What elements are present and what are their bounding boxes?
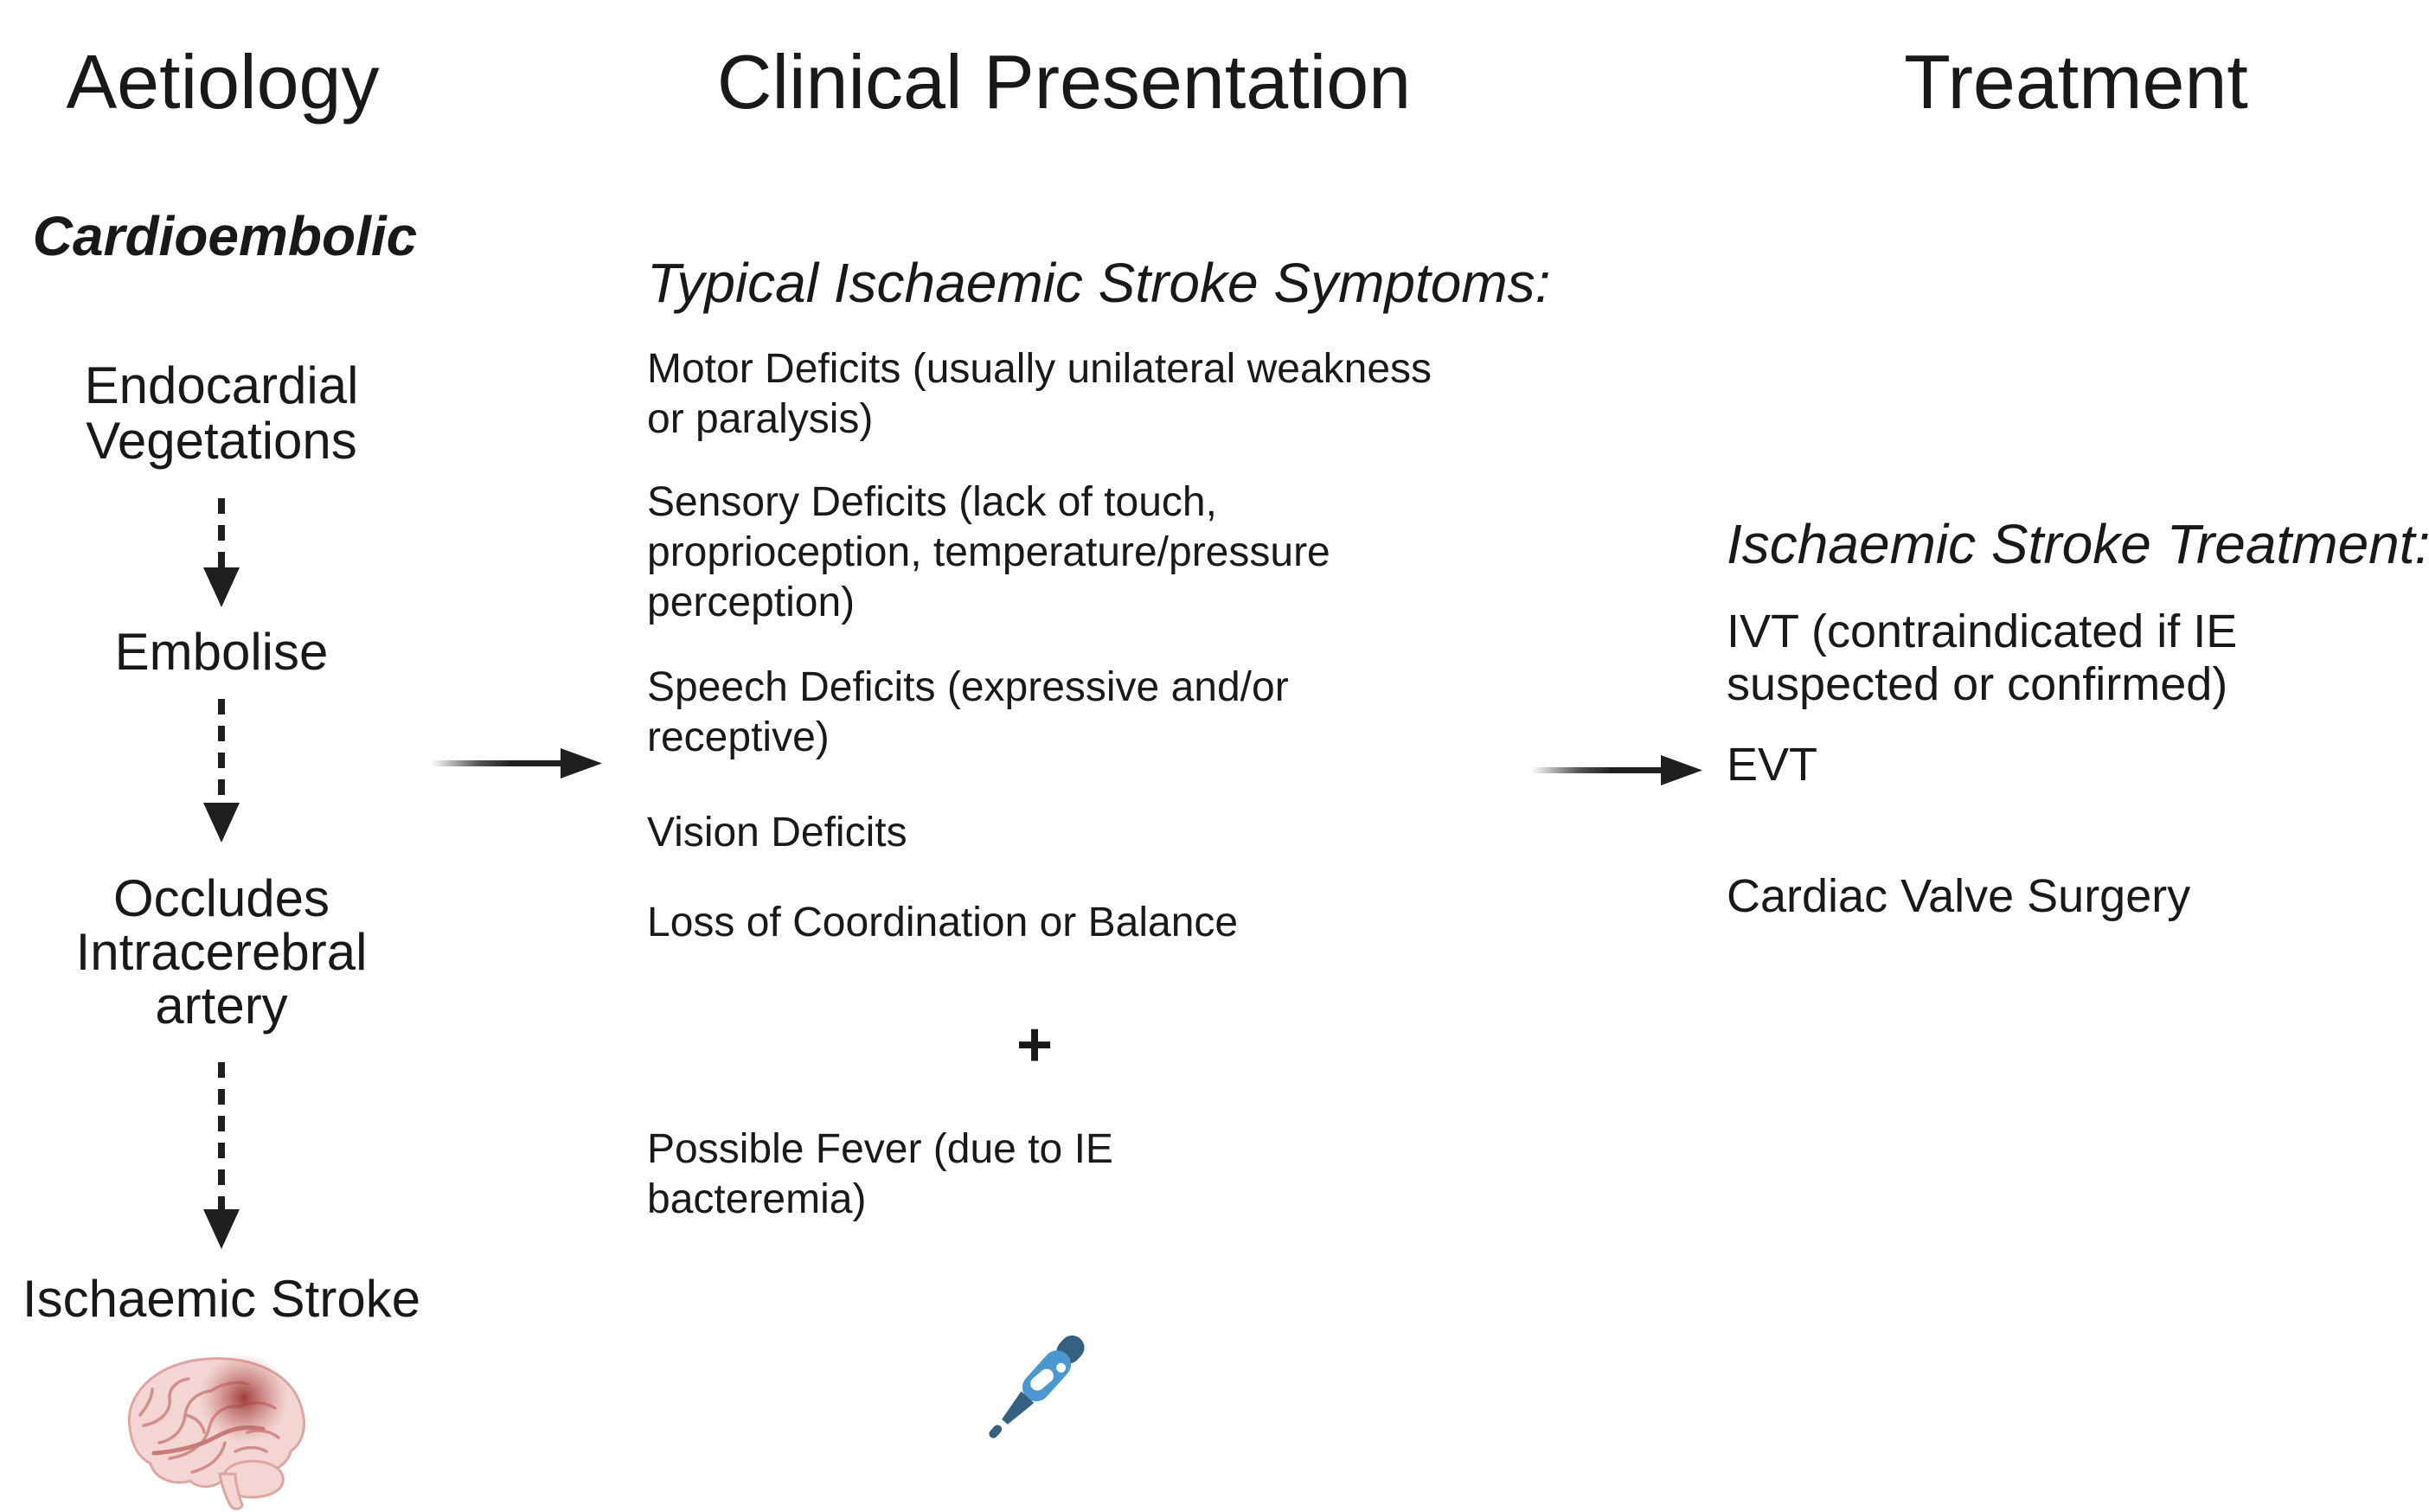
text-line: Speech Deficits (expressive and/or [647, 664, 1289, 710]
text-line: Vision Deficits [647, 810, 907, 855]
arrowhead [203, 803, 240, 842]
arrow-right-icon [1531, 751, 1704, 789]
arrow-right-icon [431, 744, 604, 782]
text-line: or paralysis) [647, 396, 874, 442]
aetiology-step-occludes-intracerebral-artery: Occludes Intracerebral artery [0, 872, 443, 1033]
dashed-arrow-down-icon [218, 498, 225, 567]
symptom-possible-fever: Possible Fever (due to IE bacteremia) [647, 1124, 1113, 1225]
text-line: Embolise [114, 623, 329, 681]
symptom-speech-deficits: Speech Deficits (expressive and/or recep… [647, 663, 1289, 763]
treatment-option-cardiac-valve-surgery: Cardiac Valve Surgery [1727, 870, 2190, 923]
text-line: Loss of Coordination or Balance [647, 900, 1239, 945]
text-line: artery [155, 977, 288, 1035]
text-line: suspected or confirmed) [1727, 658, 2228, 710]
text-line: proprioception, temperature/pressure [647, 529, 1330, 575]
column-header-treatment: Treatment [1904, 39, 2248, 125]
treatment-option-ivt: IVT (contraindicated if IE suspected or … [1727, 605, 2237, 711]
text-line: perception) [647, 580, 856, 625]
dashed-arrow-down-icon [218, 699, 225, 803]
aetiology-step-embolise: Embolise [0, 625, 443, 680]
infarct-spot [199, 1353, 289, 1443]
aetiology-step-endocardial-vegetations: Endocardial Vegetations [0, 358, 443, 469]
symptom-vision-deficits: Vision Deficits [647, 808, 907, 858]
thermometer-icon [967, 1318, 1106, 1457]
arrowhead [203, 1209, 240, 1249]
text-line: receptive) [647, 714, 830, 760]
treatment-subheading: Ischaemic Stroke Treatment: [1727, 513, 2429, 575]
symptom-loss-of-coordination: Loss of Coordination or Balance [647, 898, 1238, 948]
plus-sign: + [1016, 1010, 1054, 1080]
text-line: Motor Deficits (usually unilateral weakn… [647, 346, 1432, 392]
dashed-arrow-down-icon [218, 1062, 225, 1209]
text-line: Sensory Deficits (lack of touch, [647, 479, 1217, 525]
treatment-option-evt: EVT [1727, 739, 1817, 791]
text-line: Vegetations [86, 412, 357, 470]
clinical-subheading: Typical Ischaemic Stroke Symptoms: [647, 252, 1551, 314]
text-line: Endocardial [84, 356, 359, 414]
text-line: EVT [1727, 739, 1818, 791]
text-line: IVT (contraindicated if IE [1727, 605, 2238, 657]
arrowhead [203, 567, 240, 607]
symptom-motor-deficits: Motor Deficits (usually unilateral weakn… [647, 344, 1432, 445]
brain-icon [109, 1342, 327, 1512]
text-line: Ischaemic Stroke [22, 1270, 421, 1328]
text-line: Possible Fever (due to IE [647, 1126, 1113, 1172]
text-line: Occludes [112, 869, 330, 927]
aetiology-step-ischaemic-stroke: Ischaemic Stroke [0, 1272, 443, 1327]
aetiology-category-cardioembolic: Cardioembolic [32, 205, 418, 267]
symptom-sensory-deficits: Sensory Deficits (lack of touch, proprio… [647, 477, 1330, 628]
column-header-clinical-presentation: Clinical Presentation [716, 39, 1412, 125]
text-line: Intracerebral [75, 923, 368, 981]
text-line: Cardiac Valve Surgery [1727, 870, 2191, 922]
text-line: bacteremia) [647, 1176, 867, 1222]
column-header-aetiology: Aetiology [66, 39, 380, 125]
